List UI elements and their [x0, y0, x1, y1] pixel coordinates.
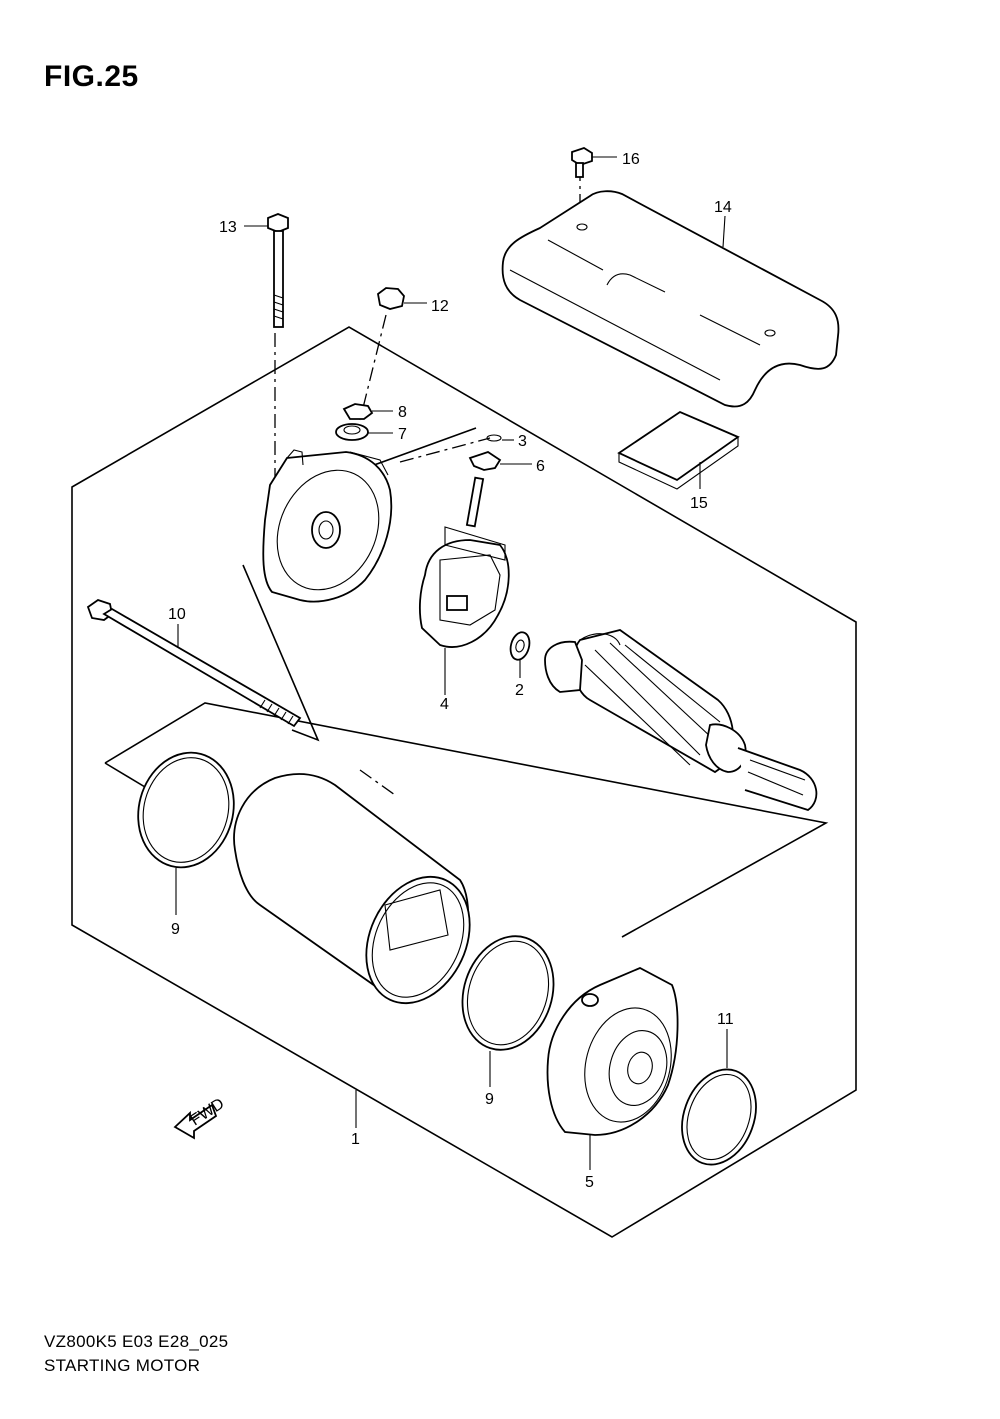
- part-12-nut: [377, 287, 405, 310]
- part-16-bolt: [571, 147, 593, 178]
- part-9a-o-ring: [137, 751, 235, 869]
- part-10-through-bolt: [86, 599, 302, 728]
- label-part-11: 11: [717, 1011, 734, 1028]
- part-9b-o-ring: [461, 935, 555, 1051]
- diagram-name: STARTING MOTOR: [44, 1356, 201, 1375]
- part-5-front-cover: [546, 967, 679, 1136]
- rear-end-cover: [262, 449, 393, 603]
- part-13-bolt: [267, 213, 289, 328]
- assembly-outline: [71, 326, 857, 1238]
- label-part-3: 3: [518, 433, 527, 450]
- label-part-5: 5: [585, 1174, 594, 1191]
- diagram-code: VZ800K5 E03 E28_025: [44, 1332, 229, 1351]
- part-8-nut: [342, 403, 374, 420]
- fwd-arrow-icon: FWD: [173, 1095, 228, 1140]
- label-part-9b: 9: [485, 1091, 494, 1108]
- label-part-14: 14: [714, 199, 732, 216]
- label-part-15: 15: [690, 495, 708, 512]
- label-part-1: 1: [351, 1131, 360, 1148]
- label-part-4: 4: [440, 696, 449, 713]
- label-part-9a: 9: [171, 921, 180, 938]
- part-2-washer: [509, 631, 531, 661]
- part-15-pad: [617, 410, 740, 490]
- armature: [544, 629, 818, 811]
- figure-title: FIG.25: [44, 60, 139, 93]
- label-part-6: 6: [536, 458, 545, 475]
- label-part-10: 10: [168, 606, 186, 623]
- label-part-2: 2: [515, 682, 524, 699]
- part-3-clip: [486, 434, 502, 442]
- part-4-brush-holder: [418, 476, 510, 648]
- cover-group-outline: [242, 564, 320, 742]
- armature-group-outline: [104, 702, 829, 938]
- label-part-16: 16: [622, 151, 640, 168]
- part-11-o-ring: [681, 1068, 757, 1166]
- part-14-cover: [501, 190, 840, 408]
- yoke-housing: [233, 773, 471, 1005]
- part-6-terminal: [468, 451, 502, 471]
- fwd-label: FWD: [188, 1095, 228, 1129]
- part-7-washer: [335, 423, 369, 441]
- label-part-13: 13: [219, 219, 237, 236]
- label-part-12: 12: [431, 298, 449, 315]
- label-part-7: 7: [398, 426, 407, 443]
- label-part-8: 8: [398, 404, 407, 421]
